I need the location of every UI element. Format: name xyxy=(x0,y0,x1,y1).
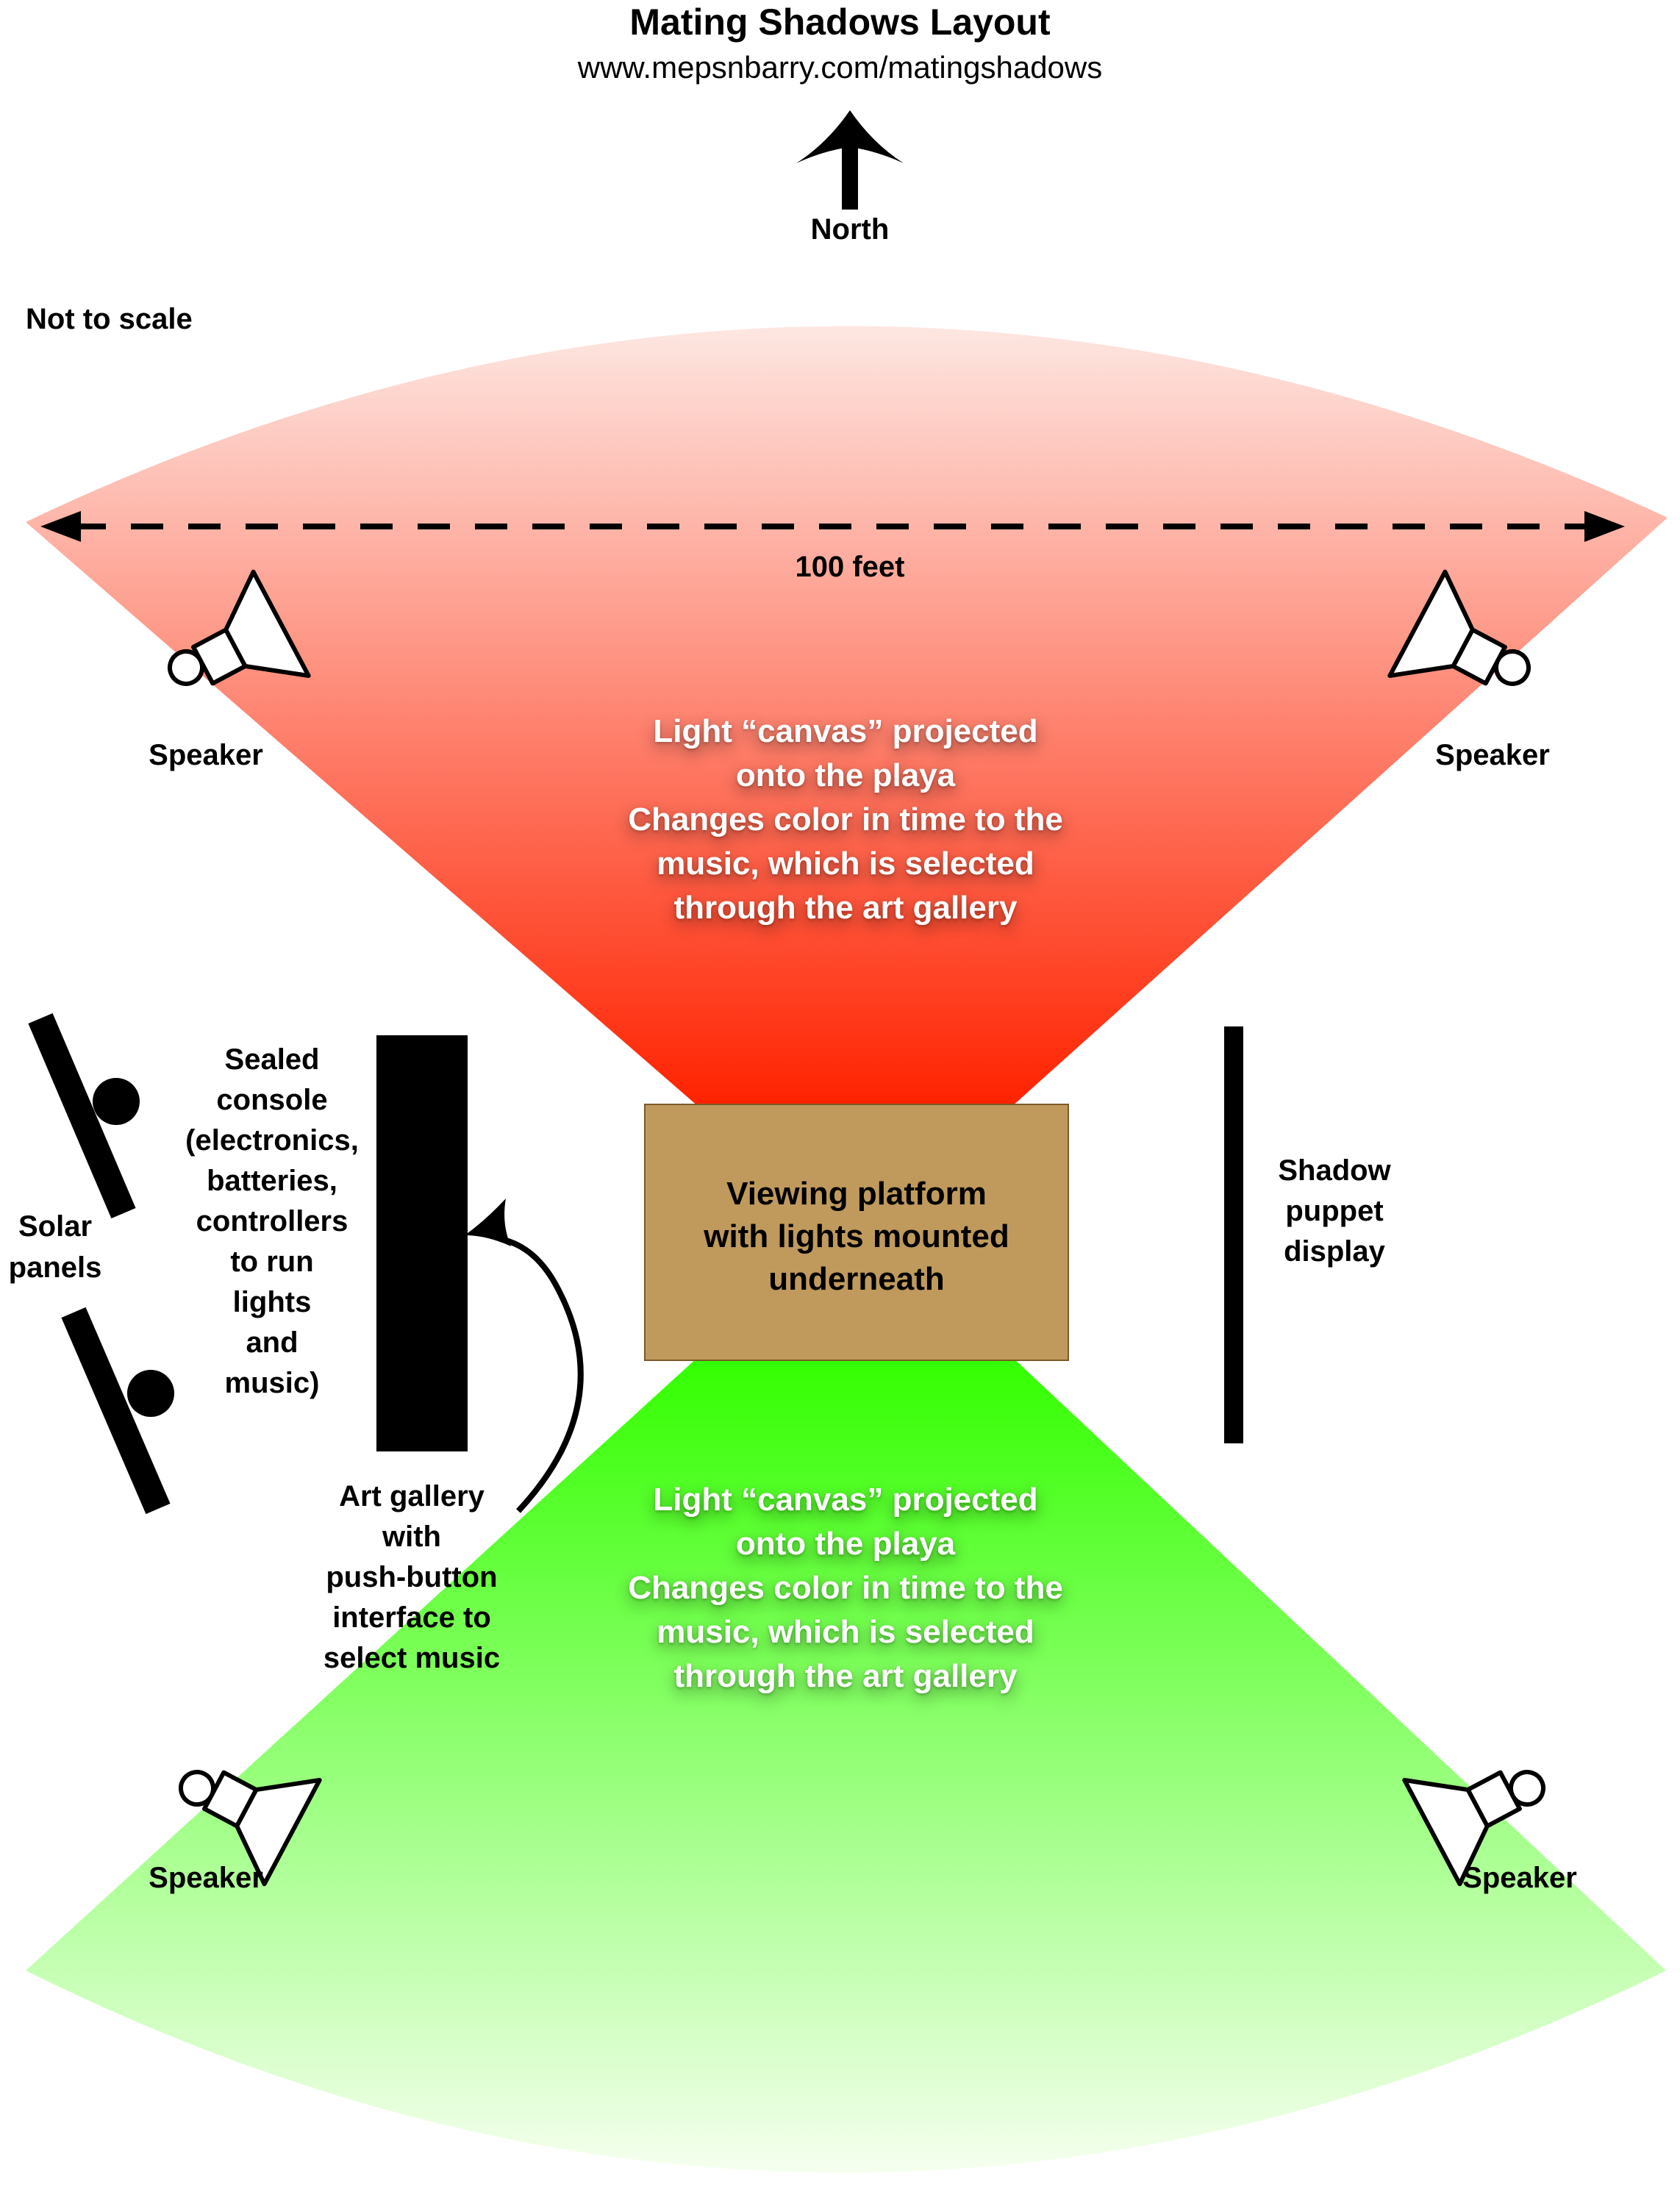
art-gallery-line: select music xyxy=(323,1642,501,1674)
console-label: Sealed console (electronics, batteries, … xyxy=(165,1040,379,1404)
shadow-puppet-line: puppet xyxy=(1285,1195,1384,1227)
south-light-canvas xyxy=(26,1357,1666,2173)
platform-label: Viewing platform with lights mounted und… xyxy=(645,1173,1068,1301)
solar-panels-label: Solar panels xyxy=(0,1206,110,1288)
shadow-puppet-line: Shadow xyxy=(1278,1154,1391,1187)
solar-panel-lower xyxy=(61,1307,174,1515)
url-text: www.mepsnbarry.com/matingshadows xyxy=(577,50,1103,85)
solar-panels-line: Solar xyxy=(18,1210,93,1243)
dimension-label: 100 feet xyxy=(795,551,905,583)
north-canvas-line: music, which is selected xyxy=(657,846,1034,882)
console-line: console xyxy=(216,1084,328,1116)
console-line: Sealed xyxy=(224,1043,320,1076)
solar-panels-line: panels xyxy=(8,1251,102,1284)
console-line: (electronics, xyxy=(185,1124,359,1157)
console-line: lights xyxy=(232,1286,312,1318)
south-canvas-line: Changes color in time to the xyxy=(628,1570,1063,1606)
art-gallery-line: with xyxy=(382,1521,441,1553)
north-canvas-line: through the art gallery xyxy=(673,890,1018,926)
art-gallery-line: push-button xyxy=(326,1561,498,1593)
platform-line: with lights mounted xyxy=(704,1218,1009,1254)
platform-line: underneath xyxy=(768,1261,945,1297)
south-canvas-line: music, which is selected xyxy=(657,1614,1034,1650)
north-light-canvas xyxy=(26,326,1668,1107)
page-title: Mating Shadows Layout xyxy=(629,1,1051,43)
console-line: music) xyxy=(224,1367,320,1399)
south-canvas-line: Light “canvas” projected xyxy=(653,1482,1038,1518)
sealed-console xyxy=(376,1035,468,1451)
speaker-label-sw: Speaker xyxy=(149,1862,263,1894)
speaker-icon-sw xyxy=(178,1770,322,1887)
shadow-puppet-line: display xyxy=(1284,1235,1385,1268)
curved-arrow-icon xyxy=(465,1199,584,1513)
speaker-icon-ne xyxy=(1387,569,1531,686)
shadow-puppet-label: Shadow puppet display xyxy=(1250,1151,1419,1272)
console-line: and xyxy=(246,1326,299,1359)
south-canvas-line: onto the playa xyxy=(735,1526,956,1562)
console-line: batteries, xyxy=(207,1165,337,1197)
art-gallery-label: Art gallery with push-button interface t… xyxy=(298,1476,526,1679)
north-label: North xyxy=(810,213,890,246)
north-canvas-line: Changes color in time to the xyxy=(628,801,1063,837)
viewing-platform xyxy=(644,1104,1069,1361)
north-canvas-line: Light “canvas” projected xyxy=(653,713,1038,749)
speaker-icon-se xyxy=(1402,1770,1546,1887)
console-line: to run xyxy=(230,1246,314,1278)
dimension-arrow xyxy=(40,511,1625,542)
console-line: controllers xyxy=(196,1205,348,1237)
speaker-icon-nw xyxy=(167,569,311,686)
scale-note: Not to scale xyxy=(26,303,193,335)
speaker-label-nw: Speaker xyxy=(149,739,263,771)
solar-panel-upper xyxy=(28,1012,140,1219)
art-gallery-line: Art gallery xyxy=(339,1480,485,1512)
platform-line: Viewing platform xyxy=(726,1176,987,1212)
north-canvas-description: Light “canvas” projected onto the playa … xyxy=(515,710,1176,930)
art-gallery-line: interface to xyxy=(332,1601,491,1634)
north-canvas-line: onto the playa xyxy=(735,757,956,793)
speaker-label-se: Speaker xyxy=(1462,1862,1577,1894)
south-canvas-description: Light “canvas” projected onto the playa … xyxy=(515,1478,1176,1699)
shadow-puppet-display xyxy=(1224,1026,1243,1443)
south-canvas-line: through the art gallery xyxy=(673,1658,1018,1694)
speaker-label-ne: Speaker xyxy=(1435,739,1550,771)
north-arrow-icon xyxy=(796,110,904,210)
